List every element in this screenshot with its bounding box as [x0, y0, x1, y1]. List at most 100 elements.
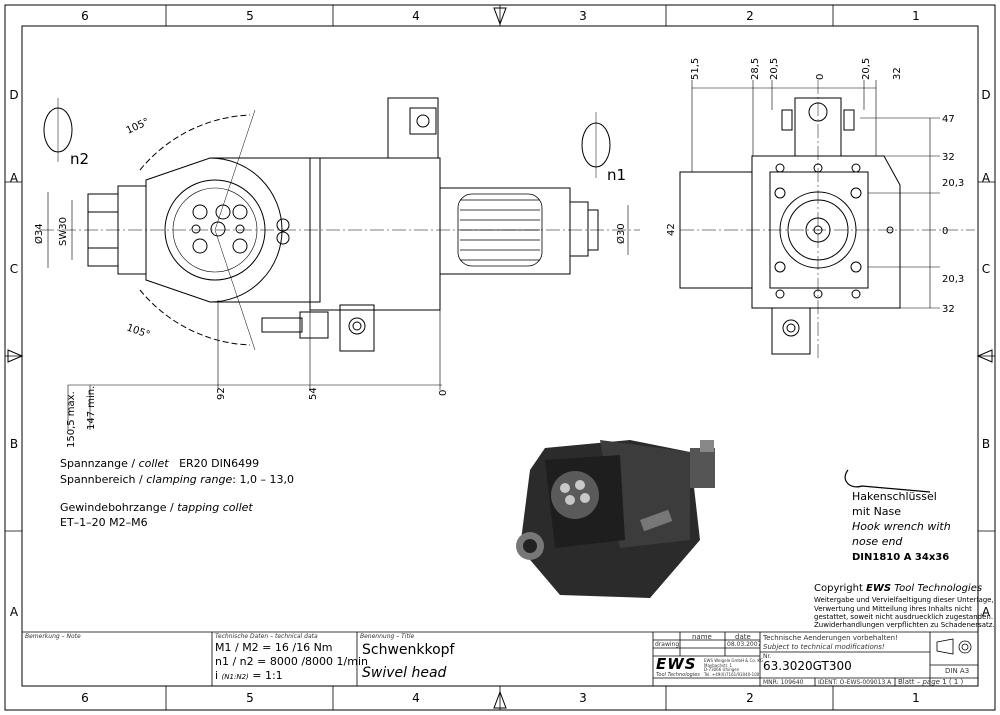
ratio-prefix: i: [215, 669, 222, 682]
title-label: Benennung – Title: [360, 633, 415, 640]
front-right-dim-2: 32: [942, 152, 955, 163]
mnr: MNR: 109640: [763, 679, 804, 686]
copyright-line-2: Verwertung und Mitteilung ihres Inhalts …: [814, 605, 972, 613]
wrench-line-5: DIN1810 A 34x36: [852, 552, 950, 563]
row-label-right-d: D: [981, 88, 990, 102]
row-label-right-a2: A: [982, 171, 991, 185]
wrench-line-2: mit Nase: [852, 505, 902, 518]
col-label-top-2: 2: [746, 9, 754, 23]
note-tap-value: ET–1–20 M2–M6: [60, 516, 148, 529]
col-label-bottom-6: 6: [81, 691, 89, 705]
note-range-value: : 1,0 – 13,0: [232, 473, 294, 486]
dim-d30: Ø30: [615, 223, 627, 244]
row-label-left-c: C: [10, 262, 18, 276]
copyright-suffix: Tool Technologies: [891, 583, 983, 594]
col-label-bottom-3: 3: [579, 691, 587, 705]
col-label-bottom-4: 4: [412, 691, 420, 705]
dim-sw30: SW30: [58, 217, 69, 246]
note-collet-en: collet: [138, 457, 169, 470]
changes-de: Technische Aenderungen vorbehalten!: [763, 634, 898, 642]
copyright-line-4: Zuwiderhandlungen verpflichten zu Schade…: [814, 621, 995, 629]
note-tap-prefix: Gewindebohrzange /: [60, 501, 178, 514]
company-line-4: Tel. +49(0)7161/93040-100: [704, 672, 760, 677]
remark-label: Bemerkung – Note: [25, 633, 81, 640]
wrench-line-3: Hook wrench with: [852, 520, 951, 533]
row-label-left-a2: A: [10, 171, 19, 185]
front-top-dim-4: 0: [815, 74, 826, 80]
changes-en: Subject to technical modifications!: [763, 643, 885, 651]
row-label-left-d: D: [9, 88, 18, 102]
label-n2: n2: [70, 150, 89, 168]
copyright-brand: EWS: [866, 583, 892, 594]
copyright-prefix: Copyright: [814, 583, 867, 594]
center-mark-right: [976, 349, 993, 363]
sheet-en: page: [922, 678, 940, 686]
dim-147-min: 147 min.: [86, 386, 97, 430]
hook-wrench-icon: [844, 469, 931, 493]
row-label-right-a: A: [982, 605, 991, 619]
speed-value: n1 / n2 = 8000 /8000 1/min: [215, 655, 368, 668]
copyright-line-3: gestattet, soweit nicht ausdruecklich zu…: [814, 613, 994, 621]
copyright-line-1: Weitergabe und Vervielfaeltigung dieser …: [814, 596, 994, 604]
sheet-value: 1 ( 1 ): [939, 678, 964, 686]
note-tap-en: tapping collet: [177, 501, 253, 514]
col-label-top-4: 4: [412, 9, 420, 23]
col-date: date: [735, 633, 751, 641]
side-view: [40, 97, 640, 430]
company-line-2: Maybachstr. 1: [704, 663, 733, 668]
ident: IDENT: O-EWS-009013 A: [818, 679, 892, 686]
label-n1: n1: [607, 166, 626, 184]
note-collet-prefix: Spannzange /: [60, 457, 139, 470]
product-rendering: [516, 440, 715, 598]
row-label-right-b: B: [982, 437, 990, 451]
nr-label: Nr.: [763, 653, 772, 660]
dim-92: 92: [216, 387, 227, 400]
dim-d34: Ø34: [33, 223, 45, 244]
title-english: Swivel head: [362, 665, 447, 681]
center-mark-bottom: [493, 690, 507, 709]
ews-logo-sub: Tool Technologies: [656, 672, 700, 678]
front-top-dim-2: 28,5: [750, 58, 761, 80]
front-right-dim-4: 0: [942, 226, 948, 237]
dim-0: 0: [438, 390, 449, 396]
sheet-prefix: Blatt –: [898, 678, 923, 686]
part-number: 63.3020GT300: [763, 659, 852, 673]
col-label-bottom-5: 5: [246, 691, 254, 705]
center-mark-top: [493, 7, 507, 26]
front-top-dim-1: 51,5: [690, 58, 701, 80]
row-label-left-b: B: [10, 437, 18, 451]
note-range-prefix: Spannbereich /: [60, 473, 147, 486]
front-view: [679, 80, 975, 360]
tech-data-label: Technische Daten – technical data: [215, 633, 318, 640]
front-right-dim-3: 20,3: [942, 178, 964, 189]
drawing-date: 08.03.2007: [727, 641, 762, 648]
front-top-dim-5: 20,5: [861, 58, 872, 80]
ratio-number: = 1:1: [248, 669, 283, 682]
row-drawing: drawing: [655, 641, 680, 648]
note-range-en: clamping range: [146, 473, 233, 486]
company-line-3: D-73066 Uhingen: [704, 667, 740, 672]
col-label-top-3: 3: [579, 9, 587, 23]
copyright-heading: Copyright EWS Tool Technologies: [814, 583, 982, 595]
sheet-number: Blatt – page 1 ( 1 ): [898, 678, 963, 686]
company-line-1: EWS Weigele GmbH & Co. KG: [704, 658, 764, 663]
col-name: name: [692, 633, 712, 641]
front-right-dim-1: 47: [942, 114, 955, 125]
torque-value: M1 / M2 = 16 /16 Nm: [215, 641, 333, 654]
front-right-dim-6: 32: [942, 304, 955, 315]
ews-logo: EWS: [656, 655, 697, 673]
note-range: Spannbereich / clamping range: 1,0 – 13,…: [60, 473, 294, 487]
row-label-right-c: C: [982, 262, 990, 276]
ratio-value: i (N1:N2) = 1:1: [215, 669, 283, 683]
note-collet: Spannzange / collet ER20 DIN6499: [60, 457, 260, 471]
col-label-bottom-1: 1: [912, 691, 920, 705]
note-tap: Gewindebohrzange / tapping collet: [60, 501, 253, 515]
ratio-sub: (N1:N2): [221, 673, 249, 681]
wrench-line-4: nose end: [852, 535, 903, 548]
label-angle-top: 105°: [125, 117, 151, 137]
dim-150-max: 150,5 max.: [66, 391, 77, 448]
front-right-dim-5: 20,3: [942, 274, 964, 285]
note-collet-value: ER20 DIN6499: [179, 457, 260, 470]
wrench-line-1: Hakenschlüssel: [852, 490, 937, 503]
